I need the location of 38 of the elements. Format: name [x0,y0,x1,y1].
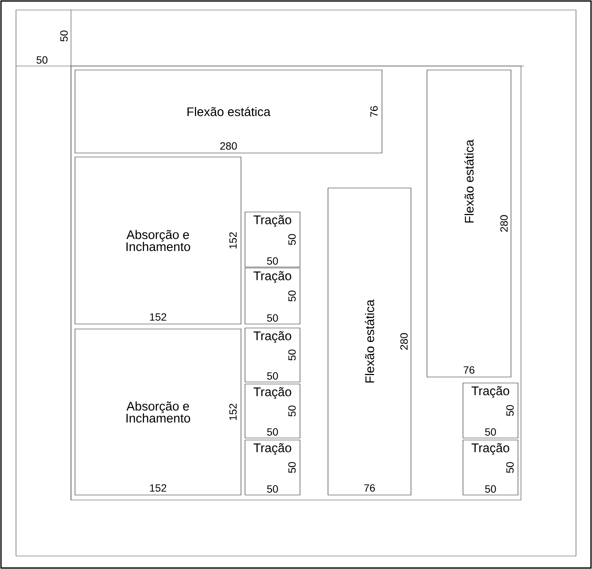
dimension-label: 50 [485,428,496,436]
dimension-label: 50 [485,485,496,493]
dimension-label: 50 [267,485,278,493]
dimension-label: 50 [288,234,296,245]
dimension-label: 50 [288,290,296,302]
specimen-label: Tração [254,271,292,283]
dimension-label: 280 [500,215,508,232]
dimension-label: 280 [220,142,237,150]
dimension-label: 76 [364,484,375,492]
specimen-label: Absorção e Inchamento [126,401,190,423]
specimen-label: Tração [472,386,510,398]
dimension-label: 50 [267,428,278,436]
dimension-label: 76 [464,366,474,374]
specimen-label: Flexão estática [364,299,374,382]
specimen-label: Tração [472,443,510,455]
dimension-label: 50 [506,405,514,416]
specimen-label: Tração [254,387,292,399]
dimension-label: 50 [267,314,278,322]
dimension-label: 280 [400,333,408,350]
dimension-label: 152 [150,484,166,492]
specimen-label: Flexão estática [464,139,474,222]
dimension-label: 50 [60,30,68,42]
specimen-label: Tração [254,443,292,455]
dimension-label: 50 [36,56,48,64]
dimension-label: 50 [267,372,278,380]
dimension-label: 50 [288,462,296,473]
dimension-label: 152 [229,232,237,248]
specimen-label: Tração [254,215,292,227]
dimension-label: 50 [506,462,514,473]
specimen-label: Tração [254,331,292,343]
dimension-label: 152 [150,313,166,321]
specimen-label: Absorção e Inchamento [126,230,190,252]
dimension-label: 50 [267,257,278,265]
dimension-label: 50 [288,350,296,360]
dimension-label: 152 [229,404,237,420]
specimen-label: Flexão estática [188,106,271,116]
dimension-label: 50 [288,406,296,416]
dimension-label: 76 [370,106,378,117]
